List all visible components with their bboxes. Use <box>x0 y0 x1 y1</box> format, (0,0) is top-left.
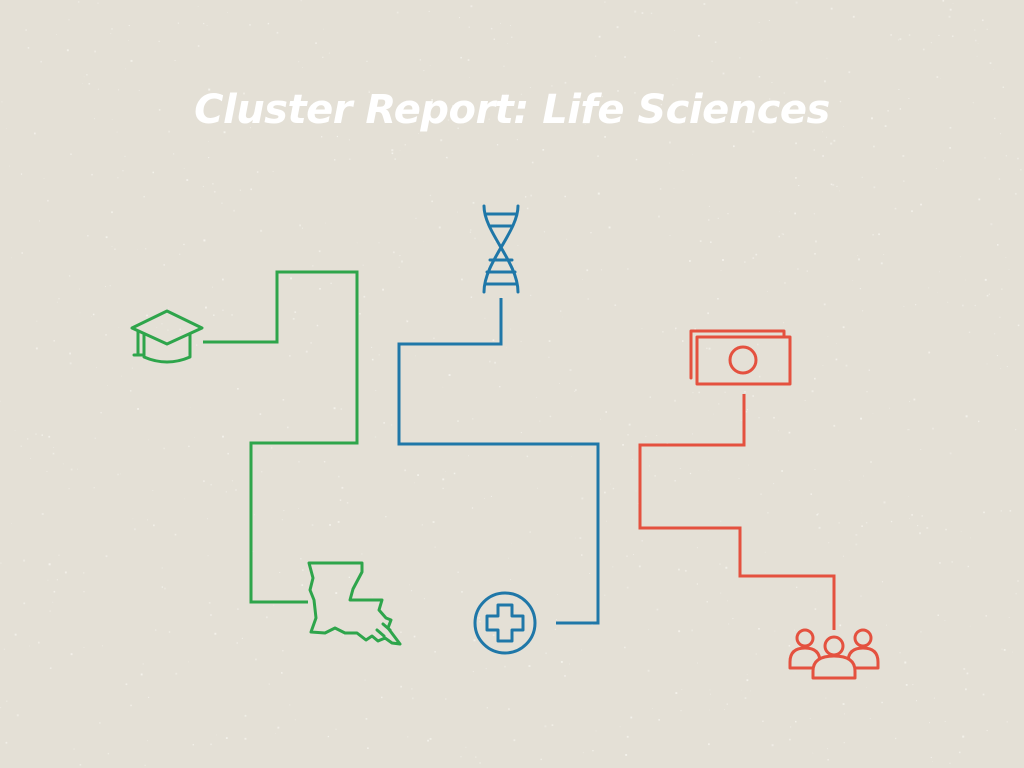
money-icon <box>689 329 792 386</box>
red-connector-line <box>638 394 836 630</box>
blue-connector-line <box>397 298 600 625</box>
graduation-cap-icon <box>130 309 204 364</box>
green-connector-line <box>203 270 359 604</box>
louisiana-map-icon <box>307 561 402 646</box>
dna-icon <box>482 204 520 294</box>
people-icon <box>788 628 880 680</box>
page-title: Cluster Report: Life Sciences <box>194 87 830 133</box>
medical-cross-icon <box>473 591 537 655</box>
